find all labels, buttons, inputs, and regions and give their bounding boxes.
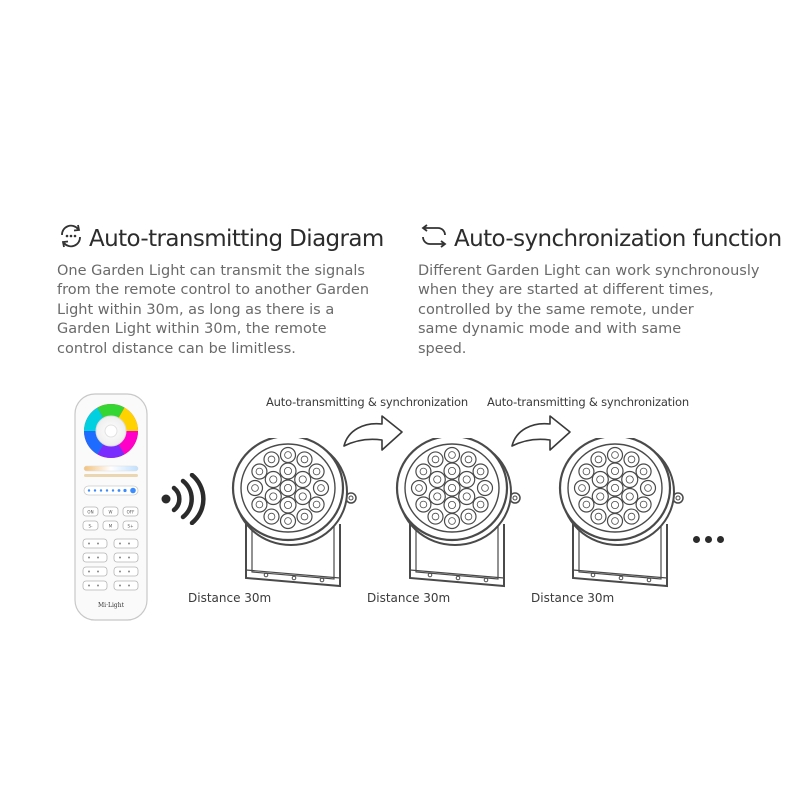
garden-light-3	[553, 434, 693, 612]
remote-btn-label: M	[109, 524, 113, 529]
remote-brand-logo: Mi·Light	[98, 602, 125, 609]
wireless-signal-icon	[160, 472, 206, 529]
garden-light-2	[390, 434, 530, 612]
left-line: from the remote control to another Garde…	[57, 282, 370, 299]
remote-control: ON W OFF S- M S+ Mi·Light	[74, 393, 148, 625]
left-heading: Auto-transmitting Diagram	[57, 222, 384, 256]
left-heading-text: Auto-transmitting Diagram	[89, 226, 384, 252]
left-line: Garden Light within 30m, the remote	[57, 321, 327, 338]
remote-btn-label: ON	[87, 510, 93, 515]
remote-btn-label: W	[109, 510, 113, 515]
arrow-caption: Auto-transmitting & synchronization	[266, 395, 468, 409]
right-line: when they are started at different times…	[418, 282, 714, 299]
distance-label: Distance 30m	[531, 591, 615, 605]
remote-btn-label: S-	[89, 524, 94, 529]
left-line: Light within 30m, as long as there is a	[57, 301, 335, 318]
arrow-caption: Auto-transmitting & synchronization	[487, 395, 689, 409]
right-description: Different Garden Light can work synchron…	[418, 262, 759, 359]
curved-arrow-icon	[342, 412, 406, 458]
right-heading-text: Auto-synchronization function	[454, 226, 782, 252]
remote-btn-label: OFF	[127, 510, 135, 515]
right-line: controlled by the same remote, under	[418, 301, 694, 318]
distance-label: Distance 30m	[367, 591, 451, 605]
continuation-ellipsis-icon	[693, 528, 729, 547]
right-line: Different Garden Light can work synchron…	[418, 263, 760, 279]
curved-arrow-icon	[510, 412, 574, 458]
sync-arrows-icon	[418, 222, 450, 256]
left-line: One Garden Light can transmit the signal…	[57, 263, 365, 279]
right-line: same dynamic mode and with same	[418, 321, 682, 338]
right-line: speed.	[418, 340, 467, 357]
left-line: control distance can be limitless.	[57, 340, 296, 357]
garden-light-1	[226, 434, 366, 612]
refresh-arrows-dots-icon	[57, 222, 85, 256]
left-description: One Garden Light can transmit the signal…	[57, 262, 369, 359]
remote-btn-label: S+	[128, 524, 134, 529]
distance-label: Distance 30m	[188, 591, 272, 605]
right-heading: Auto-synchronization function	[418, 222, 782, 256]
